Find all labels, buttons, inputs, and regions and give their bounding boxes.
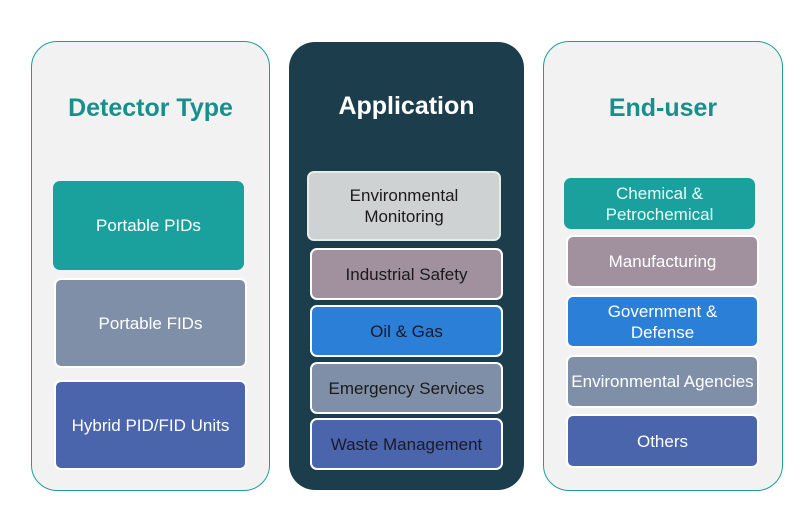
application-panel: Application Environmental Monitoring Ind… bbox=[289, 42, 524, 490]
application-item-label: Environmental Monitoring bbox=[349, 186, 459, 226]
end-user-item-others: Others bbox=[566, 414, 759, 468]
application-title: Application bbox=[338, 92, 475, 120]
end-user-item-label: Environmental Agencies bbox=[571, 372, 754, 391]
end-user-panel: End-user Chemical & Petrochemical Manufa… bbox=[543, 41, 783, 491]
end-user-item-environmental-agencies: Environmental Agencies bbox=[566, 355, 759, 408]
application-item-emergency-services: Emergency Services bbox=[310, 362, 503, 414]
application-item-environmental-monitoring: Environmental Monitoring bbox=[307, 171, 501, 241]
end-user-item-label: Chemical & Petrochemical bbox=[605, 183, 714, 224]
end-user-item-manufacturing: Manufacturing bbox=[566, 235, 759, 288]
detector-item-portable-fids: Portable FIDs bbox=[54, 278, 247, 368]
end-user-item-chemical: Chemical & Petrochemical bbox=[564, 178, 755, 229]
end-user-item-government: Government & Defense bbox=[566, 295, 759, 348]
detector-item-portable-pids: Portable PIDs bbox=[53, 181, 244, 270]
detector-item-hybrid: Hybrid PID/FID Units bbox=[54, 380, 247, 470]
end-user-item-label: Government & Defense bbox=[607, 301, 718, 342]
detector-type-title: Detector Type bbox=[68, 94, 233, 122]
application-item-oil-gas: Oil & Gas bbox=[310, 305, 503, 357]
application-item-waste-management: Waste Management bbox=[310, 418, 503, 470]
end-user-title: End-user bbox=[608, 94, 718, 122]
detector-type-panel: Detector Type Portable PIDs Portable FID… bbox=[31, 41, 270, 491]
application-item-industrial-safety: Industrial Safety bbox=[310, 248, 503, 300]
